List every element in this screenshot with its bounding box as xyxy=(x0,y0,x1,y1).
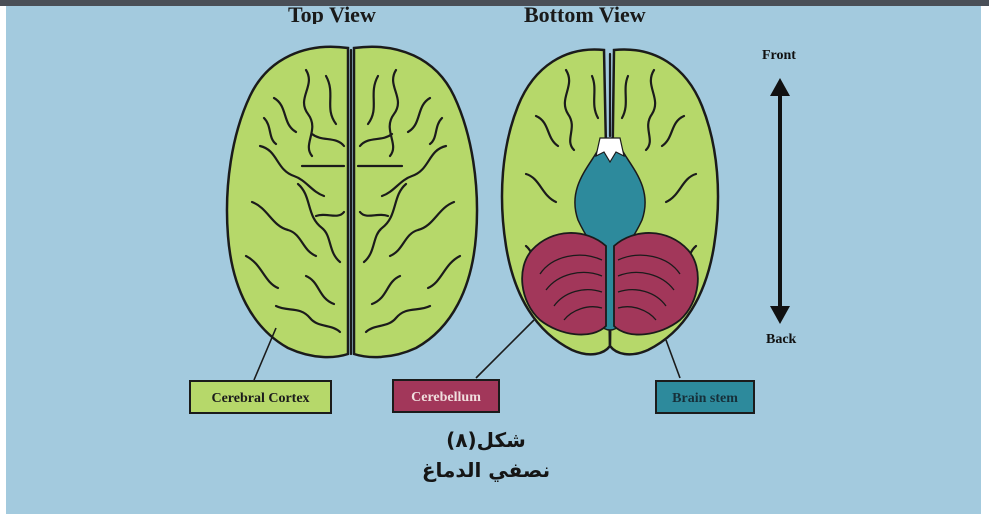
brain-stem-pointer-line xyxy=(666,340,680,378)
diagram-panel: Top View Bottom View Front Back Cerebral… xyxy=(6,6,981,514)
cerebral-cortex-label: Cerebral Cortex xyxy=(189,380,332,414)
cortex-pointer-line xyxy=(254,328,276,380)
top-view-brain xyxy=(227,47,477,380)
figure-title-caption: نصفي الدماغ xyxy=(386,458,586,482)
bottom-view-brain xyxy=(476,49,718,378)
front-label: Front xyxy=(762,48,796,64)
back-label: Back xyxy=(766,332,796,348)
figure-number-caption: شكل(٨) xyxy=(386,428,586,452)
top-view-title: Top View xyxy=(288,6,376,24)
front-back-arrow xyxy=(770,78,790,324)
cerebellum-label: Cerebellum xyxy=(392,379,500,413)
arrow-down-icon xyxy=(770,306,790,324)
bottom-view-title: Bottom View xyxy=(524,6,646,24)
top-right-hemisphere xyxy=(354,47,477,357)
cerebellum-pointer-line xyxy=(476,320,534,378)
brain-stem-label: Brain stem xyxy=(655,380,755,414)
arrow-up-icon xyxy=(770,78,790,96)
